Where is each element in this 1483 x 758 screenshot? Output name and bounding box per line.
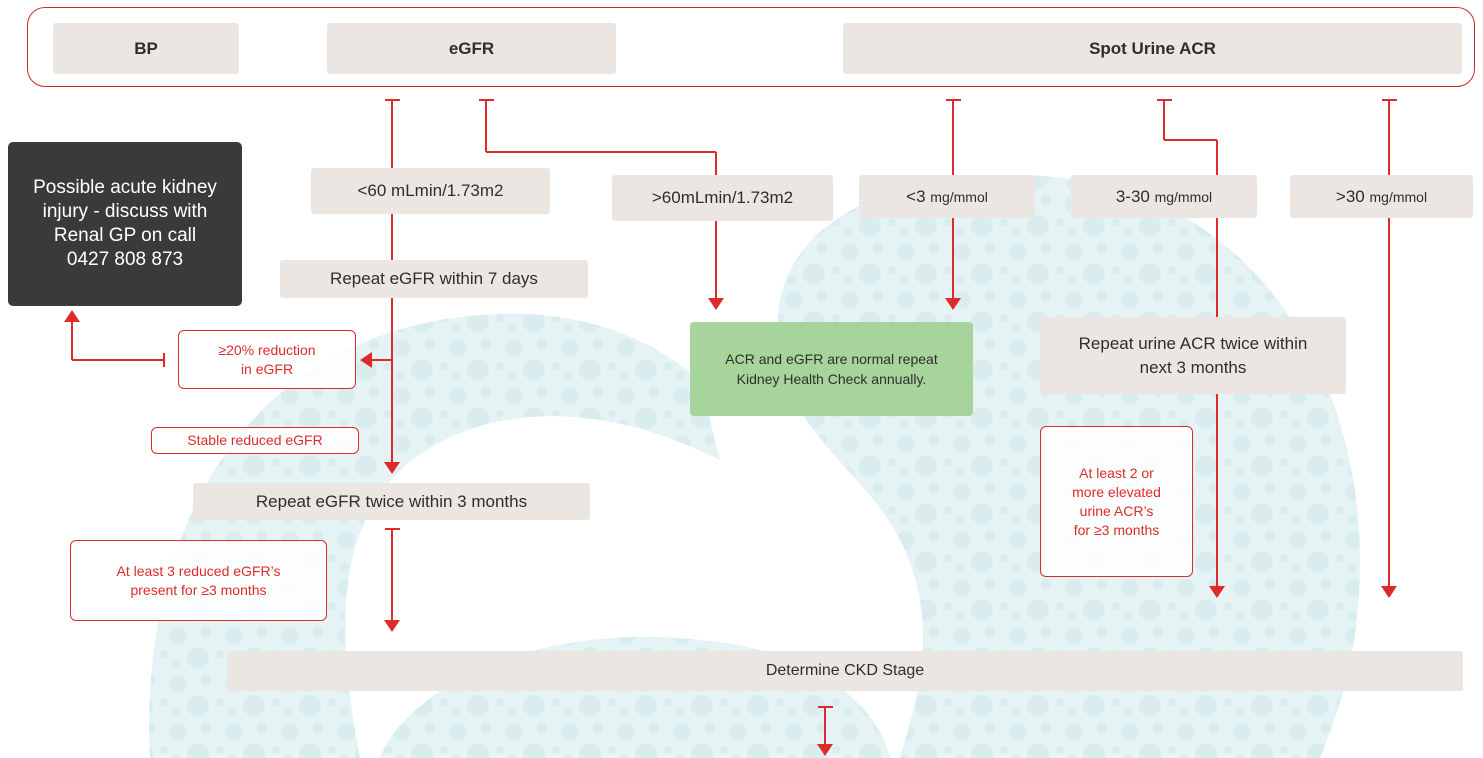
determine-ckd-stage-label: Determine CKD Stage	[765, 662, 925, 679]
header-egfr: eGFR	[327, 23, 616, 74]
acr-3-30-value: 3-30	[1115, 186, 1150, 206]
repeat-egfr-twice-label: Repeat eGFR twice within 3 months	[255, 491, 528, 511]
repeat-egfr-7-days-box: Repeat eGFR within 7 days	[280, 260, 588, 298]
elevated-acr-line-4: for ≥3 months	[1073, 521, 1160, 538]
repeat-egfr-7-days-label: Repeat eGFR within 7 days	[330, 269, 538, 288]
repeat-egfr-twice-box: Repeat eGFR twice within 3 months	[193, 483, 590, 520]
stable-reduced-label: Stable reduced eGFR	[187, 432, 323, 448]
egfr-below-60-label: <60 mLmin/1.73m2	[357, 181, 504, 200]
egfr-above-60-box: >60mLmin/1.73m2	[612, 175, 833, 221]
three-reduced-egfr-note: At least 3 reduced eGFR’s present for ≥3…	[70, 540, 327, 621]
header-bp-label: BP	[134, 38, 158, 58]
normal-result-line-1: ACR and eGFR are normal repeat	[725, 351, 938, 367]
reduction-20-note: ≥20% reduction in eGFR	[178, 330, 356, 389]
repeat-acr-twice-box: Repeat urine ACR twice within next 3 mon…	[1040, 317, 1346, 394]
acr-above-30-unit: mg/mmol	[1369, 188, 1428, 205]
acr-below-3-value: <3	[906, 186, 926, 206]
repeat-acr-line-1: Repeat urine ACR twice within	[1078, 333, 1308, 353]
acr-above-30-value: >30	[1335, 186, 1365, 206]
stable-reduced-egfr-note: Stable reduced eGFR	[151, 427, 359, 454]
three-reduced-line-1: At least 3 reduced eGFR’s	[116, 562, 281, 579]
header-bp: BP	[53, 23, 239, 74]
reduction-line-1: ≥20% reduction	[218, 341, 316, 358]
aki-phone: 0427 808 873	[66, 249, 184, 270]
acr-3-30-unit: mg/mmol	[1154, 188, 1213, 205]
header-frame	[27, 7, 1475, 87]
acr-below-3-unit: mg/mmol	[930, 188, 988, 205]
normal-result-box: ACR and eGFR are normal repeat Kidney He…	[690, 322, 973, 416]
elevated-acr-line-2: more elevated	[1072, 483, 1161, 500]
header-acr-label: Spot Urine ACR	[1089, 38, 1216, 58]
acute-kidney-injury-box: Possible acute kidney injury - discuss w…	[8, 142, 242, 306]
aki-line-1: Possible acute kidney	[33, 177, 217, 198]
header-egfr-label: eGFR	[448, 38, 495, 58]
egfr-above-60-label: >60mLmin/1.73m2	[651, 188, 794, 207]
acr-below-3-box: <3 mg/mmol	[859, 175, 1035, 218]
three-reduced-line-2: present for ≥3 months	[130, 581, 267, 598]
repeat-acr-line-2: next 3 months	[1139, 357, 1247, 377]
egfr-below-60-box: <60 mLmin/1.73m2	[311, 168, 550, 214]
elevated-acr-line-3: urine ACR’s	[1079, 502, 1154, 519]
aki-line-3: Renal GP on call	[53, 225, 197, 246]
reduction-line-2: in eGFR	[240, 360, 294, 377]
acr-above-30-box: >30 mg/mmol	[1290, 175, 1473, 218]
aki-line-2: injury - discuss with	[42, 201, 208, 222]
normal-result-line-2: Kidney Health Check annually.	[736, 371, 927, 387]
elevated-acr-line-1: At least 2 or	[1079, 464, 1154, 481]
acr-3-30-box: 3-30 mg/mmol	[1071, 175, 1257, 218]
elevated-acr-note: At least 2 or more elevated urine ACR’s …	[1040, 426, 1193, 577]
header-spot-urine-acr: Spot Urine ACR	[843, 23, 1462, 74]
determine-ckd-stage-box: Determine CKD Stage	[227, 651, 1463, 691]
